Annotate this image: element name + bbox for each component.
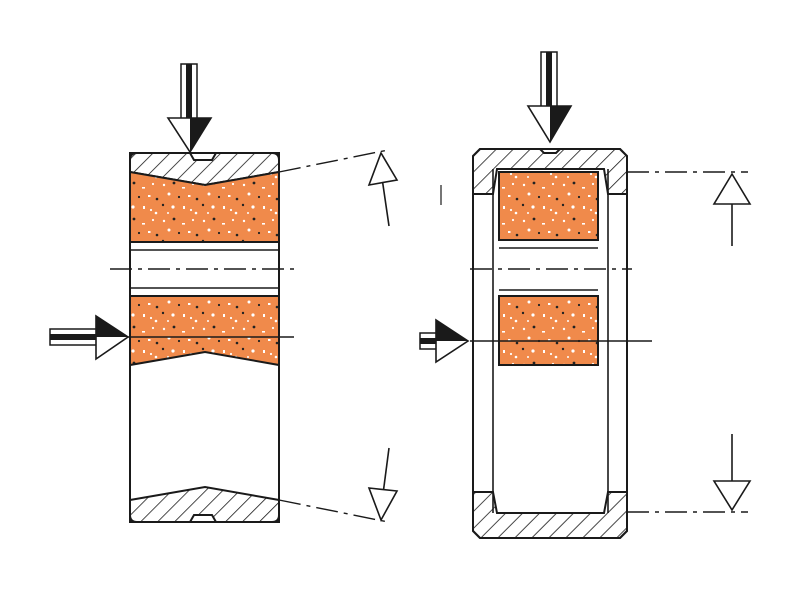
left-dimension-line-top: [278, 149, 389, 173]
left-dimension-arrow-down: [367, 447, 399, 522]
left-dimension-arrow-up: [367, 151, 399, 227]
left-vertical-force-arrow: [166, 63, 213, 154]
left-dimension-line-bottom: [278, 499, 389, 523]
left-ring-view: [49, 63, 399, 523]
right-bottom-hatched-rim: [472, 491, 628, 539]
right-lower-abrasive-section: [498, 295, 599, 366]
right-vertical-force-arrow: [526, 51, 573, 144]
left-bottom-hatched-rim: [129, 485, 280, 523]
left-upper-abrasive-section: [129, 170, 280, 243]
right-dimension-arrow-down: [712, 434, 752, 512]
left-lower-abrasive-section: [129, 295, 280, 367]
right-top-hatched-rim: [472, 148, 628, 195]
right-dimension-arrow-up: [712, 172, 752, 246]
right-ring-view: [419, 51, 752, 539]
left-horizontal-force-arrow: [49, 314, 130, 361]
right-upper-abrasive-section: [498, 171, 599, 241]
right-horizontal-force-arrow: [419, 318, 470, 364]
